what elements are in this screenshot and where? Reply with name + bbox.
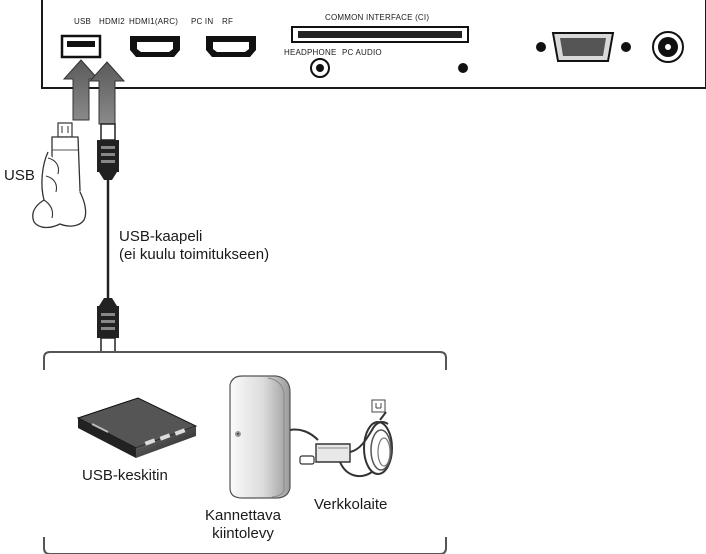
usb-cable-label: USB-kaapeli (ei kuulu toimitukseen) [119, 228, 269, 264]
port-label-hdmi2: HDMI2 [99, 17, 125, 26]
pc-audio-jack-icon [458, 63, 468, 73]
headphone-label: HEADPHONE [284, 48, 337, 57]
hdmi-arc-port-icon [206, 36, 256, 57]
hard-drive-label: Kannettava kiintolevy [188, 507, 298, 543]
port-label-pc-in: PC IN [191, 17, 214, 26]
headphone-jack-icon [310, 58, 330, 78]
pc-audio-label: PC AUDIO [342, 48, 382, 57]
port-label-hdmi1-arc: HDMI1(ARC) [129, 17, 179, 26]
hard-drive-label-line1: Kannettava [205, 507, 281, 524]
hand-icon [32, 151, 87, 229]
usb-hub-icon [76, 397, 198, 458]
usb-stick-label: USB [4, 167, 35, 184]
hdmi-port-icon [130, 36, 180, 57]
tv-back-panel [41, 0, 706, 89]
power-adapter-icon [289, 399, 393, 478]
hard-drive-icon [229, 375, 291, 499]
device-bracket [43, 351, 447, 554]
usb-hub-label: USB-keskitin [82, 467, 168, 484]
usb-port-icon [60, 34, 102, 59]
hard-drive-label-line2: kiintolevy [212, 525, 274, 542]
usb-plug-icon [97, 123, 119, 180]
port-label-usb: USB [74, 17, 92, 26]
port-label-rf: RF [222, 17, 234, 26]
ci-slot-label: COMMON INTERFACE (CI) [325, 13, 430, 22]
ci-slot-icon [291, 26, 469, 43]
usb-cable-label-line1: USB-kaapeli [119, 228, 203, 245]
usb-plug-bottom-icon [97, 298, 119, 353]
usb-cable-label-line2: (ei kuulu toimitukseen) [119, 246, 270, 263]
vga-port-icon [536, 32, 631, 62]
power-adapter-label: Verkkolaite [314, 496, 388, 513]
rf-port-icon [652, 31, 684, 63]
